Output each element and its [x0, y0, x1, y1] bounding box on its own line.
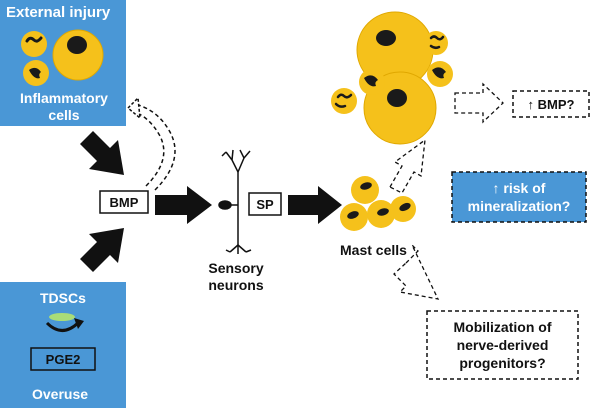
overuse-to-bmp-arrow [76, 228, 124, 272]
sensory-neurons-label: Sensory neurons [208, 260, 264, 293]
degranulated-mast-cells-icon [331, 11, 453, 145]
injury-title: External injury [6, 4, 111, 21]
pge2-label: PGE2 [45, 351, 81, 367]
bmp-label: BMP [109, 194, 139, 210]
sensory-neuron-icon [218, 149, 252, 254]
inflammatory-cells-label: Inflammatory cells [20, 90, 108, 123]
mast-to-degranulation-arrow [389, 138, 426, 194]
mast-cells-icon [340, 176, 416, 231]
overuse-panel [0, 282, 126, 408]
sp-to-mast-arrow [288, 186, 342, 224]
sp-label: SP [256, 196, 274, 212]
tdsc-label: TDSCs [40, 290, 86, 306]
bmp-to-neuron-arrow [155, 186, 212, 224]
mast-cells-label: Mast cells [340, 242, 407, 258]
mineralization-label: ↑ risk of mineralization? [467, 180, 571, 214]
to-mobilization-arrow [393, 244, 440, 300]
bmp-up-box [512, 90, 590, 118]
inflammatory-cells-icon [21, 29, 104, 86]
mineralization-box [451, 171, 587, 223]
overuse-label: Overuse [32, 386, 89, 402]
tdsc-cell-icon [45, 313, 84, 332]
pge2-box [30, 347, 96, 371]
feedback-arrow [126, 96, 176, 191]
sp-box [248, 192, 282, 216]
mobilization-label: Mobilization of nerve-derived progenitor… [453, 319, 552, 371]
bmp-up-label: ↑ BMP? [527, 96, 575, 112]
mobilization-box [426, 310, 579, 380]
bmp-box [99, 190, 149, 214]
injury-to-bmp-arrow [76, 131, 124, 175]
to-bmp-up-arrow [454, 82, 504, 124]
